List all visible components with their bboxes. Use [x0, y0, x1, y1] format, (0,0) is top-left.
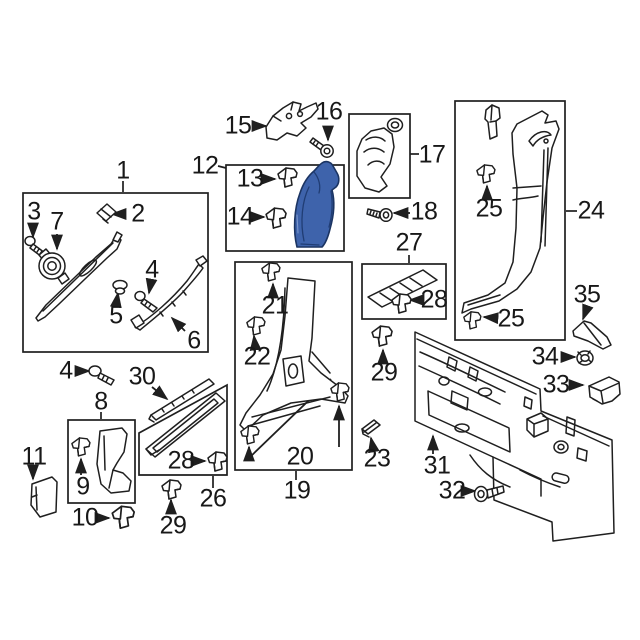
group-box-17	[348, 113, 411, 199]
part-scuff-plate-26[interactable]	[145, 392, 226, 458]
part-clip-25-upper[interactable]	[476, 164, 496, 184]
group-box-24	[454, 100, 566, 341]
callout-25-lower[interactable]: 25	[497, 304, 525, 333]
part-c-pillar-trim[interactable]	[461, 110, 560, 314]
callout-30[interactable]: 30	[128, 362, 156, 391]
callout-12[interactable]: 12	[191, 151, 219, 180]
callout-3[interactable]: 3	[27, 197, 41, 226]
part-weatherstrip-retainer[interactable]	[130, 255, 208, 331]
part-wedge-23[interactable]	[361, 419, 381, 438]
callout-23[interactable]: 23	[363, 444, 391, 473]
part-insulator-17[interactable]	[356, 117, 404, 193]
part-clip-28-left[interactable]	[207, 451, 228, 472]
part-speaker-mount[interactable]	[38, 248, 70, 285]
callout-25-upper[interactable]: 25	[475, 194, 503, 223]
part-clip-14[interactable]	[265, 207, 287, 229]
part-clip-9[interactable]	[71, 437, 91, 457]
leader-arrows	[27, 120, 594, 524]
part-tall-clip[interactable]	[484, 104, 501, 140]
callout-16[interactable]: 16	[315, 97, 343, 126]
callout-32[interactable]: 32	[438, 476, 466, 505]
part-back-panel-31[interactable]	[414, 331, 615, 542]
part-bolt-4-inner[interactable]	[134, 290, 158, 313]
part-trim-35[interactable]	[572, 320, 612, 350]
callout-15[interactable]: 15	[224, 111, 252, 140]
callout-21[interactable]: 21	[261, 291, 289, 320]
part-b-pillar-lower-trim[interactable]	[239, 277, 349, 432]
callout-7[interactable]: 7	[50, 207, 64, 236]
group-box-27	[361, 263, 447, 320]
callout-20[interactable]: 20	[286, 442, 314, 471]
group-box-26	[138, 383, 228, 476]
callout-2[interactable]: 2	[131, 199, 145, 228]
part-bolt-4-outer[interactable]	[88, 365, 115, 386]
callout-24[interactable]: 24	[577, 196, 605, 225]
callout-13[interactable]: 13	[236, 164, 264, 193]
callout-1[interactable]: 1	[116, 156, 130, 185]
callout-17[interactable]: 17	[418, 140, 446, 169]
part-b-pillar-upper-trim-highlighted[interactable]	[293, 160, 340, 248]
callout-9[interactable]: 9	[76, 472, 90, 501]
callout-11[interactable]: 11	[21, 442, 47, 471]
part-windshield-pillar-trim[interactable]	[35, 231, 123, 322]
part-clip-22[interactable]	[246, 316, 266, 336]
part-kick-panel-11[interactable]	[30, 476, 58, 518]
group-box-1	[22, 192, 209, 353]
part-screw-18[interactable]	[366, 207, 393, 223]
callout-31[interactable]: 31	[423, 451, 451, 480]
callout-26[interactable]: 26	[199, 484, 227, 513]
callout-28-right[interactable]: 28	[420, 285, 448, 314]
group-box-19	[234, 261, 353, 471]
group-box-8	[67, 419, 136, 504]
leader-ticks	[100, 153, 577, 488]
callout-14[interactable]: 14	[226, 202, 254, 231]
callout-34[interactable]: 34	[531, 342, 559, 371]
callout-28-left[interactable]: 28	[167, 446, 195, 475]
callout-29-left[interactable]: 29	[159, 511, 187, 540]
part-cowl-side-trim[interactable]	[96, 427, 132, 494]
group-box-12	[225, 164, 345, 252]
callout-4-inner[interactable]: 4	[145, 255, 159, 284]
callout-19[interactable]: 19	[283, 476, 311, 505]
part-clip-10[interactable]	[111, 505, 136, 530]
part-bracket-33[interactable]	[588, 376, 621, 405]
part-diamond-clip[interactable]	[96, 203, 117, 224]
callout-6[interactable]: 6	[187, 326, 201, 355]
part-screw-16[interactable]	[309, 137, 334, 158]
callout-29-right[interactable]: 29	[370, 358, 398, 387]
callout-4-outer[interactable]: 4	[59, 356, 73, 385]
callout-35[interactable]: 35	[573, 280, 601, 309]
part-sill-strip-30[interactable]	[148, 378, 215, 423]
callout-18[interactable]: 18	[410, 197, 438, 226]
callout-22[interactable]: 22	[243, 342, 271, 371]
group-boxes	[22, 100, 566, 504]
callout-27[interactable]: 27	[395, 228, 423, 257]
part-push-pin-32[interactable]	[473, 485, 505, 503]
part-grommet-5[interactable]	[112, 279, 128, 295]
part-clip-25-lower[interactable]	[463, 311, 482, 330]
part-screw-3[interactable]	[24, 235, 46, 258]
callout-8[interactable]: 8	[94, 387, 108, 416]
callout-5[interactable]: 5	[109, 301, 123, 330]
callout-33[interactable]: 33	[542, 370, 570, 399]
part-nut-34[interactable]	[576, 350, 594, 366]
callout-10[interactable]: 10	[71, 503, 99, 532]
part-clip-13[interactable]	[277, 167, 298, 188]
part-ribbed-plate-27[interactable]	[367, 269, 438, 308]
part-clip-29-left[interactable]	[161, 479, 182, 500]
part-clip-29-right[interactable]	[371, 325, 393, 347]
part-clip-21[interactable]	[261, 262, 281, 282]
part-bracket-15[interactable]	[265, 101, 319, 141]
